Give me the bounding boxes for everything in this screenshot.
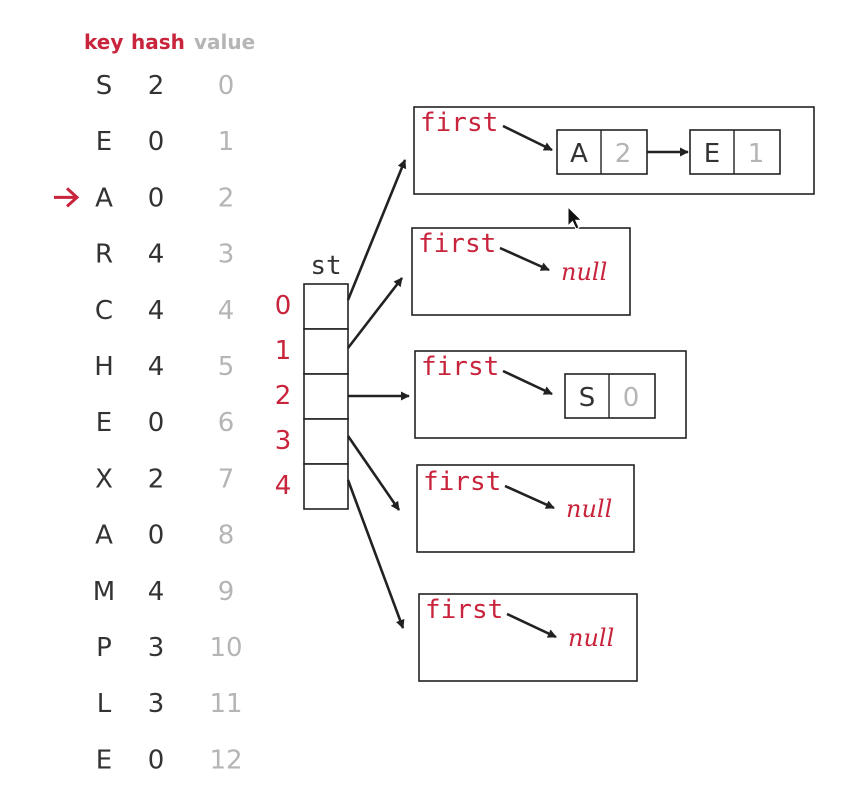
table-value-cell: 12: [209, 745, 242, 775]
table-value-cell: 1: [218, 127, 235, 157]
table-value-cell: 5: [218, 352, 235, 382]
table-key-cell: E: [96, 408, 112, 438]
table-value-cell: 9: [218, 577, 235, 607]
array-index: 1: [275, 336, 292, 366]
node-value: 2: [615, 139, 632, 169]
table-hash-cell: 2: [148, 71, 165, 101]
null-label: null: [568, 624, 614, 652]
first-label: first: [420, 108, 498, 138]
table-hash-cell: 2: [148, 464, 165, 494]
slot-3-arrow: [346, 435, 401, 511]
table-value-cell: 8: [218, 521, 235, 551]
header-key: key: [84, 30, 123, 54]
null-label: null: [566, 495, 612, 523]
list-box: [411, 227, 631, 316]
table-key-cell: P: [96, 633, 112, 663]
first-pointer-arrow: [502, 369, 553, 396]
table-key-cell: S: [96, 71, 113, 101]
slot-1-arrow: [346, 277, 404, 349]
array-label: st: [310, 251, 341, 281]
first-label: first: [423, 467, 501, 497]
array-index: 2: [275, 381, 292, 411]
list-node: [689, 129, 781, 175]
null-label: null: [561, 258, 607, 286]
table-key-cell: X: [95, 464, 113, 494]
array-slot: [303, 328, 349, 375]
list-box: [416, 464, 635, 553]
slot-4-arrow: [346, 479, 405, 629]
table-value-cell: 6: [218, 408, 235, 438]
node-key: S: [579, 383, 596, 413]
table-key-cell: C: [95, 296, 113, 326]
table-value-cell: 2: [218, 183, 235, 213]
first-label: first: [421, 352, 499, 382]
red-arrow-icon: [54, 187, 80, 208]
table-value-cell: 10: [209, 633, 242, 663]
array-index: 3: [275, 426, 292, 456]
table-key-cell: A: [95, 521, 113, 551]
array-slot: [303, 418, 349, 465]
table-value-cell: 7: [218, 464, 235, 494]
first-label: first: [418, 229, 496, 259]
table-key-cell: H: [94, 352, 114, 382]
table-value-cell: 11: [209, 689, 242, 719]
slot-0-arrow: [346, 159, 407, 301]
table-value-cell: 4: [218, 296, 235, 326]
node-key: A: [570, 139, 588, 169]
table-hash-cell: 4: [148, 577, 165, 607]
header-hash: hash: [131, 30, 185, 54]
first-pointer-arrow: [502, 124, 553, 152]
mouse-pointer-icon: [567, 205, 583, 230]
table-value-cell: 0: [218, 71, 235, 101]
table-hash-cell: 0: [148, 183, 165, 213]
array-slot: [303, 373, 349, 420]
table-key-cell: L: [97, 689, 112, 719]
table-hash-cell: 0: [148, 521, 165, 551]
first-label: first: [425, 595, 503, 625]
table-key-cell: E: [96, 745, 112, 775]
node-value: 0: [623, 383, 640, 413]
node-value: 1: [748, 139, 765, 169]
table-hash-cell: 3: [148, 633, 165, 663]
table-hash-cell: 3: [148, 689, 165, 719]
array-index: 0: [275, 291, 292, 321]
first-pointer-arrow: [504, 484, 555, 510]
table-value-cell: 3: [218, 240, 235, 270]
list-box: [418, 593, 638, 682]
first-pointer-arrow: [499, 246, 550, 272]
table-key-cell: E: [96, 127, 112, 157]
table-key-cell: R: [95, 240, 113, 270]
node-key: E: [704, 139, 720, 169]
table-hash-cell: 0: [148, 745, 165, 775]
table-hash-cell: 4: [148, 352, 165, 382]
table-key-cell: M: [93, 577, 115, 607]
header-value: value: [194, 30, 255, 54]
table-hash-cell: 0: [148, 408, 165, 438]
array-slot: [303, 283, 349, 330]
array-index: 4: [275, 471, 292, 501]
table-hash-cell: 0: [148, 127, 165, 157]
first-pointer-arrow: [506, 612, 557, 639]
list-node: [564, 373, 656, 419]
table-key-cell: A: [95, 183, 113, 213]
table-hash-cell: 4: [148, 240, 165, 270]
table-hash-cell: 4: [148, 296, 165, 326]
list-node: [556, 129, 648, 175]
array-slot: [303, 463, 349, 510]
